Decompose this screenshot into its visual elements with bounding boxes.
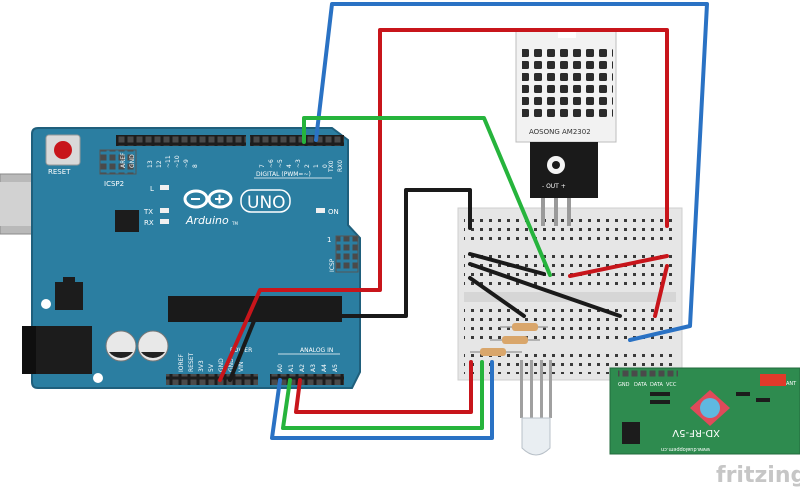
icsp2-label: ICSP2 — [104, 180, 124, 188]
icsp-header — [335, 235, 359, 273]
rf-chip — [622, 422, 640, 444]
wire-black-gnd — [228, 188, 472, 382]
rf-ant-label: ANT — [786, 381, 797, 387]
power-pin-label: GND — [228, 358, 235, 372]
uno-badge — [240, 189, 291, 213]
digital-pin-label: 8 — [192, 164, 199, 168]
rf-pin-label: DATA — [650, 382, 663, 388]
wire-blue-pin2-to-rf — [314, 2, 709, 342]
digital-pin-label: ~11 — [165, 155, 172, 168]
digital-pin-label: 7 — [259, 164, 266, 168]
power-pin-label: VIN — [238, 362, 245, 372]
digital-pin-label: ~10 — [174, 155, 181, 168]
l-led — [160, 185, 169, 190]
wire-red-bb-2 — [653, 264, 669, 318]
wire-green-pin3-to-sensor — [302, 116, 552, 277]
arduino-tm: TM — [231, 221, 238, 226]
wire-blue-a0 — [270, 360, 494, 440]
resistors — [470, 323, 548, 356]
rgb-led — [520, 360, 552, 456]
rf-pin-label: DATA — [634, 382, 647, 388]
digital-pin-label: ~5 — [277, 159, 284, 168]
wire-black-bb-3 — [468, 276, 526, 318]
wire-black-bb-2 — [468, 262, 622, 318]
rf-pin-label: GND — [618, 382, 630, 388]
power-pin-label: IOREF — [178, 354, 185, 372]
wire-red-5v — [218, 28, 669, 382]
arduino-pcb — [31, 127, 361, 389]
rf-red-component — [760, 374, 786, 386]
rx-led — [160, 219, 169, 224]
tx0-label: TX0 — [328, 160, 335, 173]
digital-pin-label: 12 — [156, 160, 163, 168]
digital-pin-label: 13 — [147, 160, 154, 168]
digital-pin-label: ~6 — [268, 159, 275, 168]
rx0-label: RX0 — [337, 160, 344, 172]
fritzing-logo: fritzing — [716, 463, 800, 488]
digital-pin-label: ~9 — [183, 159, 190, 168]
power-pin-label: GND — [218, 358, 225, 372]
arduino-brand: Arduino — [185, 214, 229, 227]
analog-pin-label: A0 — [277, 364, 284, 372]
analog-pin-label: A2 — [299, 364, 306, 372]
digital-pin-label: 4 — [286, 164, 293, 168]
arduino-infinity-logo — [183, 189, 233, 209]
rf-url-label: www.dualoppem.cn — [661, 446, 710, 452]
digital-pin-label: 2 — [304, 164, 311, 168]
power-pin-label: 3V3 — [198, 360, 205, 372]
voltage-regulator — [55, 282, 83, 310]
sensor-vents — [522, 48, 613, 120]
tx-led — [160, 208, 169, 213]
analog-label: ANALOG IN — [300, 347, 333, 354]
wires — [218, 2, 709, 440]
icsp-label: ICSP — [329, 258, 336, 272]
power-pin-label: 5V — [208, 363, 215, 372]
sensor-pins-label: - OUT + — [542, 183, 566, 190]
icsp-pin1: 1 — [327, 236, 331, 244]
icsp2-header — [99, 149, 137, 175]
analog-pin-label: A4 — [321, 364, 328, 372]
sensor-brand: AOSONG AM2302 — [529, 128, 591, 136]
wire-red-bb-1 — [568, 254, 669, 278]
dht22-sensor[interactable]: AOSONG AM2302 - OUT + — [515, 29, 617, 226]
digital-label: DIGITAL (PWM=~) — [256, 171, 311, 178]
analog-pin-label: A1 — [288, 364, 295, 372]
rf-pin-label: VCC — [666, 382, 677, 388]
l-label: L — [150, 185, 154, 193]
rx-label: RX — [144, 219, 154, 227]
wire-red-a2 — [294, 360, 473, 414]
analog-pin-label: A5 — [332, 364, 339, 372]
analog-pin-label: A3 — [310, 364, 317, 372]
reset-label: RESET — [48, 168, 71, 176]
power-pin-label: RESET — [188, 352, 195, 372]
gnd-label: GND — [129, 154, 136, 168]
tx-label: TX — [143, 208, 153, 216]
on-led — [316, 208, 325, 213]
uno-label: UNO — [247, 193, 286, 213]
aref-label: AREF — [120, 152, 127, 168]
usb-chip — [115, 210, 139, 232]
rf-model-label: XD-RF-5V — [672, 427, 720, 438]
sensor-module-board — [530, 142, 598, 198]
wire-black-bb-1 — [468, 252, 546, 276]
digital-pin-label: ~3 — [295, 159, 302, 168]
digital-pin-label: 0 — [322, 164, 329, 168]
digital-pin-label: 1 — [313, 164, 320, 168]
on-label: ON — [328, 208, 339, 216]
wire-green-a1 — [281, 360, 484, 430]
